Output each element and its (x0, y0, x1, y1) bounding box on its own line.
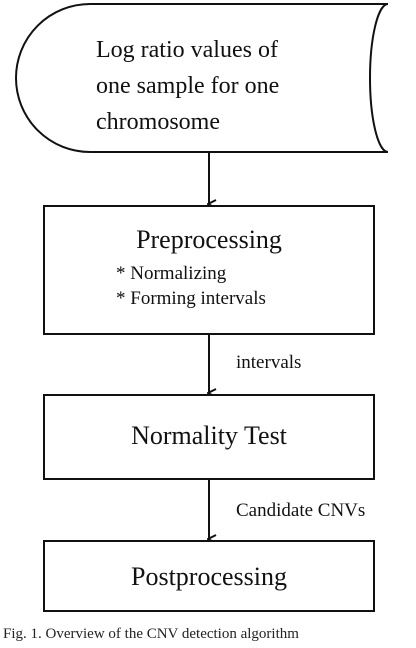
edge-label-intervals: intervals (236, 352, 302, 373)
data-node-line: Log ratio values of (96, 37, 278, 63)
postprocessing-title: Postprocessing (131, 562, 287, 591)
postprocessing-box (43, 540, 375, 612)
stored-data-node (15, 3, 389, 153)
data-node-label: Log ratio values of one sample for one c… (96, 32, 279, 140)
normality-test-title: Normality Test (131, 421, 287, 450)
data-node-line: chromosome (96, 109, 220, 135)
preprocessing-title: Preprocessing (136, 225, 282, 254)
data-node-line: one sample for one (96, 73, 280, 99)
preprocessing-bullet-normalizing: * Normalizing (116, 263, 227, 284)
edge-label-candidate-cnvs: Candidate CNVs (236, 500, 366, 521)
preprocessing-bullet-forming-intervals: * Forming intervals (116, 288, 266, 309)
normality-test-box (43, 394, 375, 480)
figure-caption: Fig. 1. Overview of the CNV detection al… (3, 626, 299, 642)
preprocessing-box (43, 205, 375, 335)
